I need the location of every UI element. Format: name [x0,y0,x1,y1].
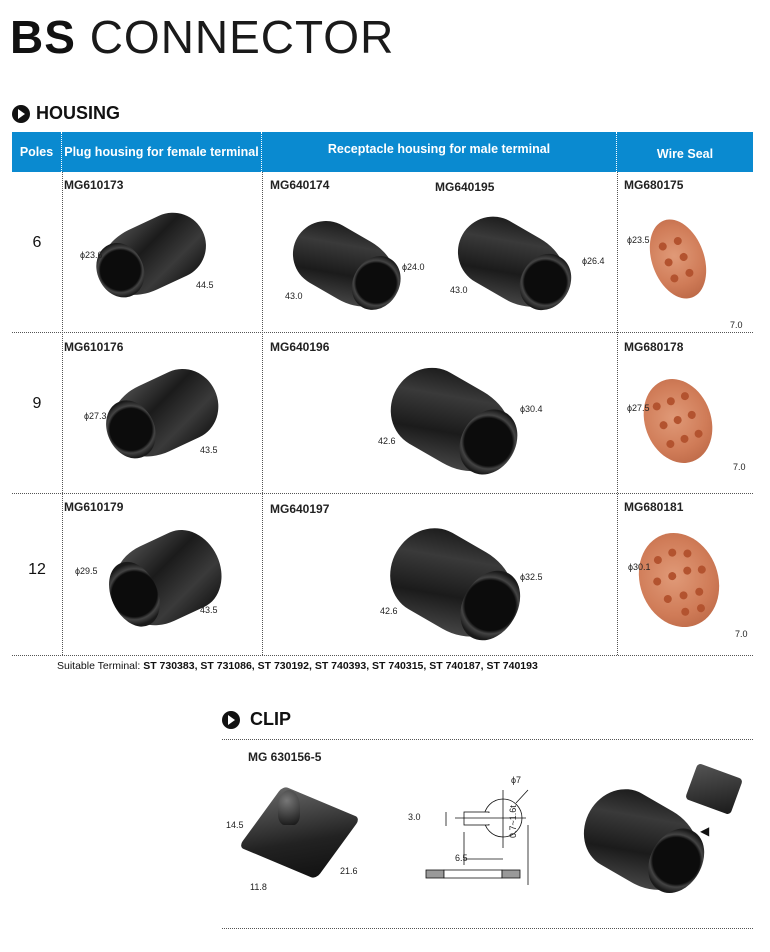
divider [12,655,753,656]
clip-code: MG 630156-5 [248,750,322,764]
dim-len: 43.0 [285,291,303,301]
divider [222,739,753,740]
dim-length: 21.6 [340,866,358,876]
dim-height: 14.5 [226,820,244,830]
plug-code: MG610176 [64,340,124,354]
divider [222,928,753,929]
plug-code: MG610173 [64,178,124,192]
clip-part-image [684,762,744,816]
dim-width: 11.8 [250,882,267,892]
seal-code: MG680178 [624,340,684,354]
table-header: Poles Plug housing for female terminal R… [12,132,753,172]
col-plug: Plug housing for female terminal [62,132,262,172]
dim-hole-dia: ϕ7 [511,775,522,785]
dim-len: 7.0 [733,462,746,472]
dim-dia: ϕ24.0 [402,262,425,272]
clip-knob [278,790,300,825]
dim-dia: ϕ23.5 [627,235,650,245]
dim-dia: ϕ26.4 [582,256,605,266]
seal-code: MG680181 [624,500,684,514]
dim-offset: 6.5 [455,853,468,863]
divider [62,172,63,655]
dim-len: 43.5 [200,605,218,615]
dim-thickness: 0.7~1.6t [508,805,518,838]
col-seal: Wire Seal [656,147,714,161]
divider [262,172,263,655]
wire-seal-image [639,211,717,307]
dim-dia: ϕ27.3 [84,411,107,421]
receptacle-housing-image [376,353,530,489]
receptacle-housing-image [280,208,411,322]
dim-len: 7.0 [735,629,748,639]
receptacle-code: MG640197 [270,502,330,516]
dim-dia: ϕ30.4 [520,404,543,414]
clip-heading: CLIP [222,709,291,730]
poles-6: 6 [32,234,42,251]
receptacle-housing-image [445,203,581,323]
plug-housing-image [98,518,235,640]
page-title: BS CONNECTOR [10,11,395,63]
dim-slot: 3.0 [408,812,421,822]
divider [617,172,618,655]
dim-len: 44.5 [196,280,214,290]
dim-dia: ϕ32.5 [520,572,543,582]
arrow-circle-icon [222,710,240,729]
plug-code: MG610179 [64,500,124,514]
dim-dia: ϕ30.1 [628,562,651,572]
divider [12,332,753,333]
dim-len: 42.6 [380,606,398,616]
suitable-terminal-note: Suitable Terminal: ST 730383, ST 731086,… [57,660,538,672]
arrow-left-icon: ◀ [700,824,710,838]
poles-9: 9 [32,395,42,412]
arrow-circle-icon [12,104,30,123]
receptacle-code: MG640195 [435,180,495,194]
dim-len: 43.0 [450,285,468,295]
poles-12: 12 [28,561,46,578]
receptacle-code: MG640174 [270,178,330,192]
col-poles: Poles [12,132,62,172]
dim-dia: ϕ29.5 [75,566,98,576]
divider [12,493,753,494]
dim-len: 7.0 [730,320,743,330]
seal-code: MG680175 [624,178,684,192]
dim-dia: ϕ23.6 [80,250,103,260]
housing-heading: HOUSING [12,103,120,124]
dim-len: 43.5 [200,445,218,455]
wire-seal-image [632,369,724,473]
plug-housing-image [87,201,217,309]
receptacle-housing-image [374,513,533,655]
dim-dia: ϕ27.5 [627,403,650,413]
wire-seal-image [625,521,733,639]
receptacle-code: MG640196 [270,340,330,354]
clip-hole-drawing [425,789,529,885]
dim-len: 42.6 [378,436,396,446]
col-receptacle: Receptacle housing for male terminal [262,132,617,172]
